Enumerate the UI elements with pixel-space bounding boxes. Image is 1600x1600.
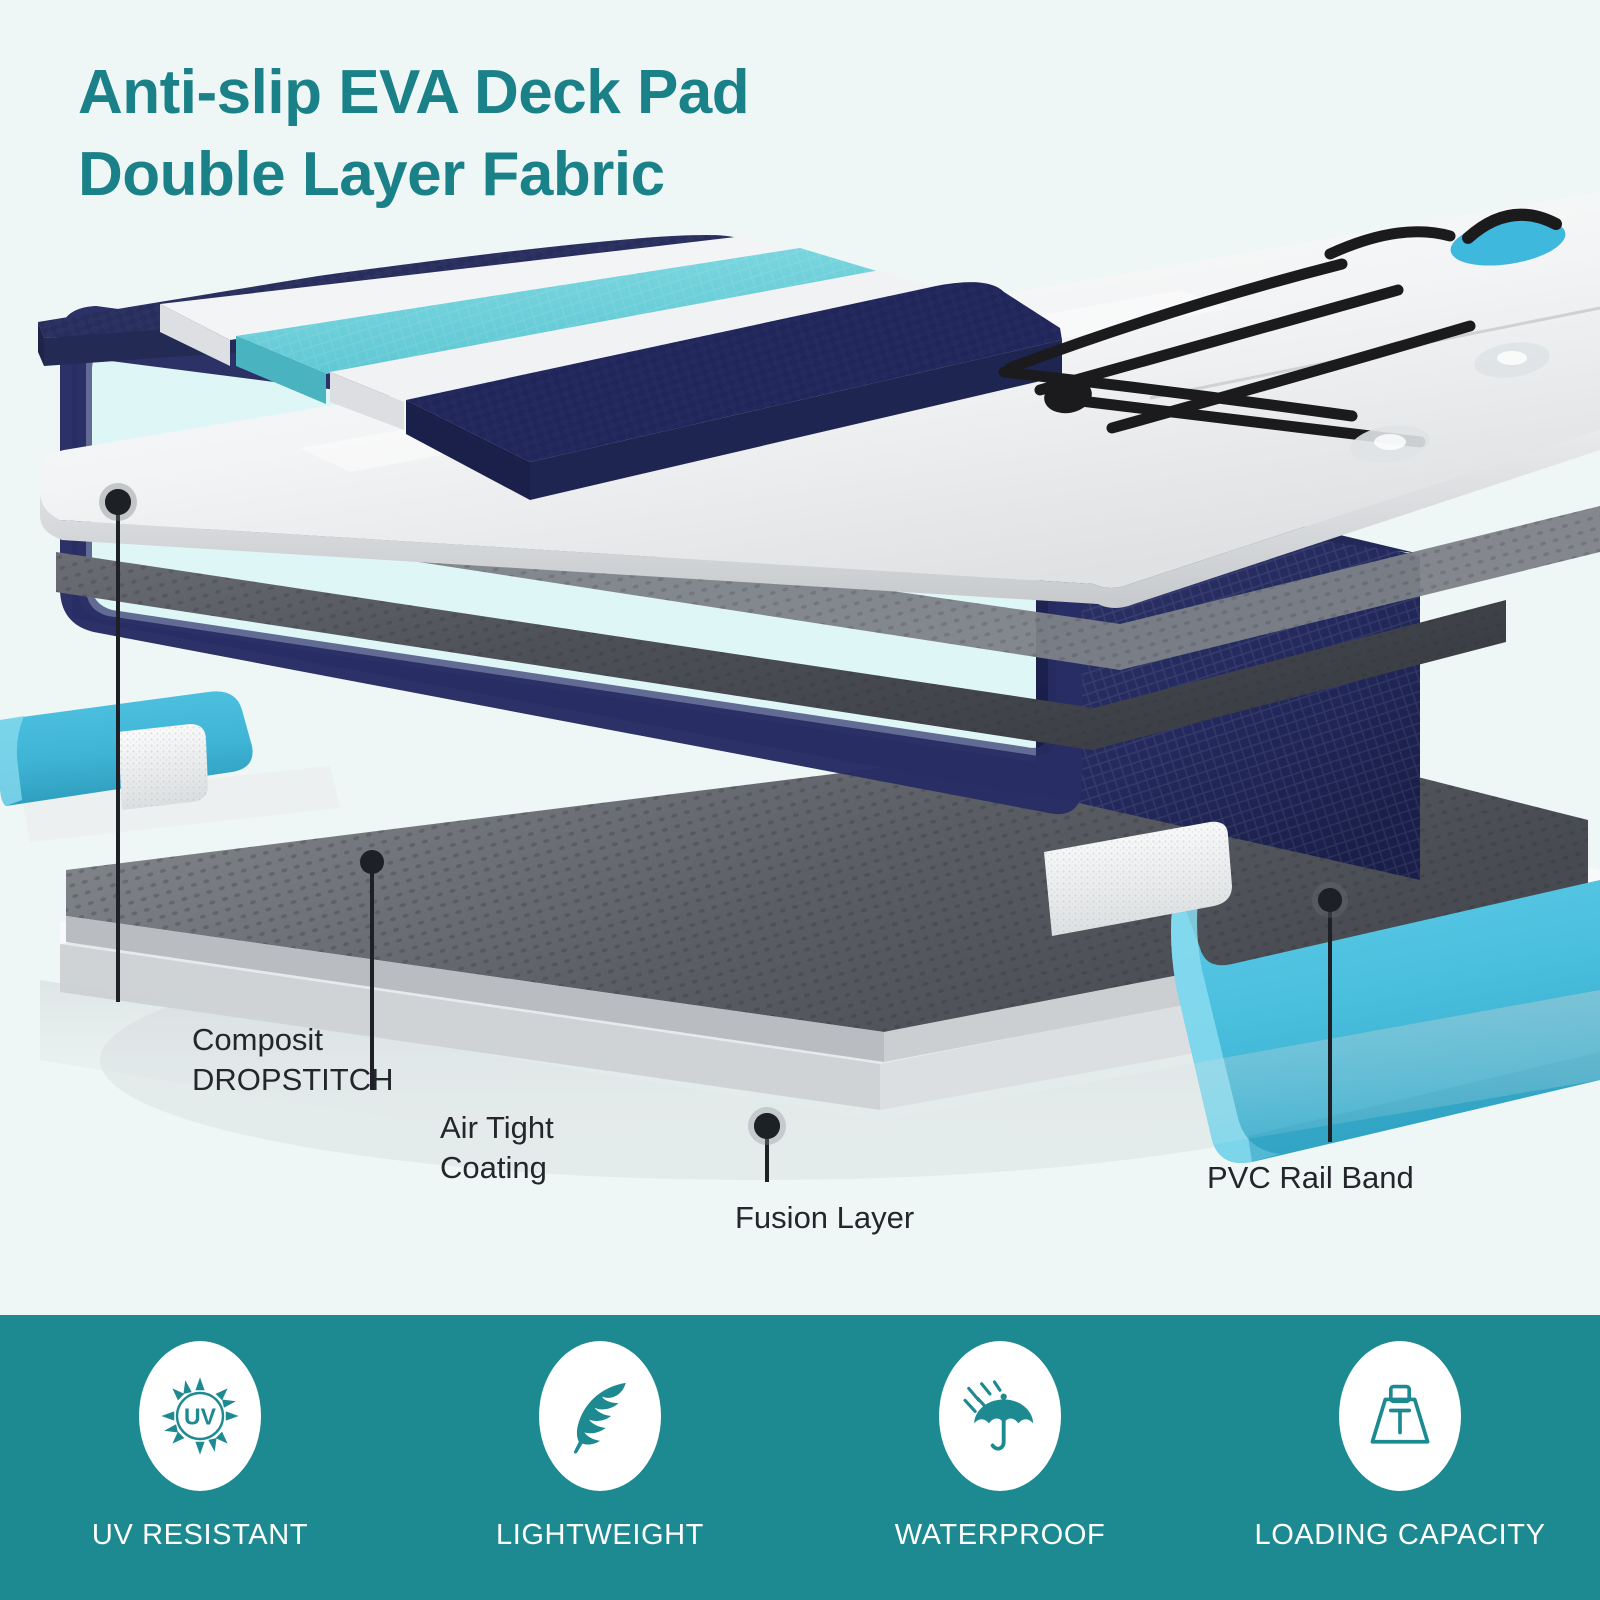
callout-label-pvc-rail-band: PVC Rail Band bbox=[1207, 1160, 1414, 1195]
callout-label-fusion-layer: Fusion Layer bbox=[735, 1200, 915, 1235]
sup-board-exploded-illustration bbox=[0, 180, 1600, 1260]
title-line-2: Double Layer Fabric bbox=[78, 139, 665, 209]
feature-waterproof: WATERPROOF bbox=[800, 1341, 1200, 1552]
bungee-cord-knot bbox=[1044, 378, 1092, 414]
callout-dots bbox=[99, 483, 1348, 1145]
feature-lightweight: LIGHTWEIGHT bbox=[400, 1341, 800, 1552]
page-title: Anti-slip EVA Deck Pad Double Layer Fabr… bbox=[78, 52, 1178, 216]
eva-deck-pad bbox=[38, 235, 1062, 500]
dot-airtight bbox=[360, 850, 384, 874]
callout-label-air-tight-coating: Air Tight Coating bbox=[440, 1110, 554, 1185]
d-ring-anchors bbox=[1350, 342, 1550, 463]
umbrella-rain-icon bbox=[939, 1341, 1061, 1491]
callout-leaders bbox=[116, 502, 1332, 1182]
gray-perforated-sheet bbox=[56, 552, 1506, 750]
feature-label-loading-capacity: LOADING CAPACITY bbox=[1254, 1519, 1546, 1551]
feature-loading-capacity: LOADING CAPACITY bbox=[1200, 1341, 1600, 1552]
feature-bar: UV UV RESISTANT LIGHTWEIGHT bbox=[0, 1315, 1600, 1600]
feature-label-lightweight: LIGHTWEIGHT bbox=[496, 1519, 704, 1551]
feather-icon bbox=[539, 1341, 661, 1491]
callout-label-composit-dropstitch: Composit DROPSTITCH bbox=[192, 1022, 394, 1097]
title-line-1: Anti-slip EVA Deck Pad bbox=[78, 58, 750, 127]
weight-icon bbox=[1339, 1341, 1461, 1491]
nose-handle-patch bbox=[1450, 208, 1566, 266]
feature-uv-resistant: UV UV RESISTANT bbox=[0, 1341, 400, 1552]
svg-text:UV: UV bbox=[184, 1403, 217, 1429]
foam-rail-strip-right bbox=[1044, 821, 1232, 936]
feature-label-waterproof: WATERPROOF bbox=[894, 1519, 1106, 1551]
feature-label-uv-resistant: UV RESISTANT bbox=[91, 1519, 309, 1551]
uv-sun-icon: UV bbox=[139, 1341, 261, 1491]
foam-rail-strip-left bbox=[118, 724, 208, 810]
